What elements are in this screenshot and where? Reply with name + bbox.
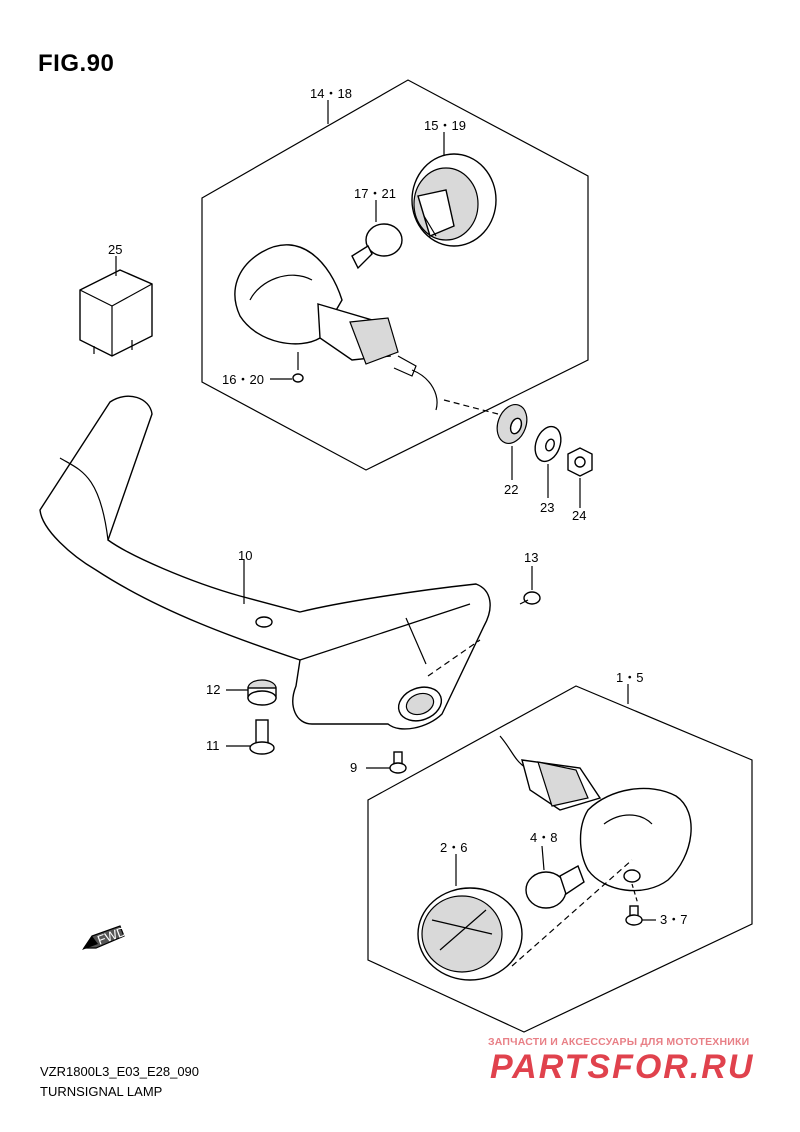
washers-and-nut bbox=[443, 399, 593, 508]
front-lamp-housing bbox=[499, 735, 692, 905]
callout-3-7: 3・7 bbox=[660, 912, 687, 927]
signal-bracket bbox=[39, 395, 491, 730]
callout-13: 13 bbox=[524, 550, 538, 565]
rear-assembly-frame bbox=[201, 79, 589, 471]
front-bulb bbox=[525, 845, 585, 909]
front-lens bbox=[417, 854, 633, 981]
watermark-logo: PARTSFOR.RU bbox=[490, 1048, 755, 1086]
relay-part bbox=[79, 269, 153, 357]
forward-direction-indicator: FWD bbox=[82, 923, 128, 950]
front-assembly-frame bbox=[367, 685, 753, 1033]
front-screw bbox=[625, 905, 656, 926]
callout-1-5: 1・5 bbox=[616, 670, 643, 685]
callout-17-21: 17・21 bbox=[354, 186, 396, 201]
bolt bbox=[226, 719, 275, 755]
callout-16-20: 16・20 bbox=[222, 372, 264, 387]
callout-10: 10 bbox=[238, 548, 252, 563]
callout-24: 24 bbox=[572, 508, 586, 523]
rear-lamp-housing bbox=[234, 244, 438, 411]
bracket-screw bbox=[519, 566, 541, 605]
callout-14-18: 14・18 bbox=[310, 86, 352, 101]
callout-2-6: 2・6 bbox=[440, 840, 467, 855]
callout-12: 12 bbox=[206, 682, 220, 697]
watermark-tagline: ЗАПЧАСТИ И АКСЕССУАРЫ ДЛЯ МОТОТЕХНИКИ bbox=[488, 1036, 750, 1048]
figure-title: FIG.90 bbox=[38, 50, 115, 77]
rear-bulb bbox=[351, 223, 403, 270]
callout-15-19: 15・19 bbox=[424, 118, 466, 133]
callout-25: 25 bbox=[108, 242, 122, 257]
callout-4-8: 4・8 bbox=[530, 830, 557, 845]
fwd-label: FWD bbox=[95, 923, 128, 947]
callout-22: 22 bbox=[504, 482, 518, 497]
figure-name: TURNSIGNAL LAMP bbox=[40, 1084, 163, 1099]
callout-11: 11 bbox=[206, 738, 220, 753]
figure-code: VZR1800L3_E03_E28_090 bbox=[40, 1064, 200, 1079]
housing-screw bbox=[366, 751, 407, 774]
rear-screw bbox=[270, 352, 304, 383]
callout-23: 23 bbox=[540, 500, 554, 515]
callout-9: 9 bbox=[350, 760, 357, 775]
rear-lens bbox=[411, 153, 497, 247]
grommet bbox=[226, 679, 277, 706]
